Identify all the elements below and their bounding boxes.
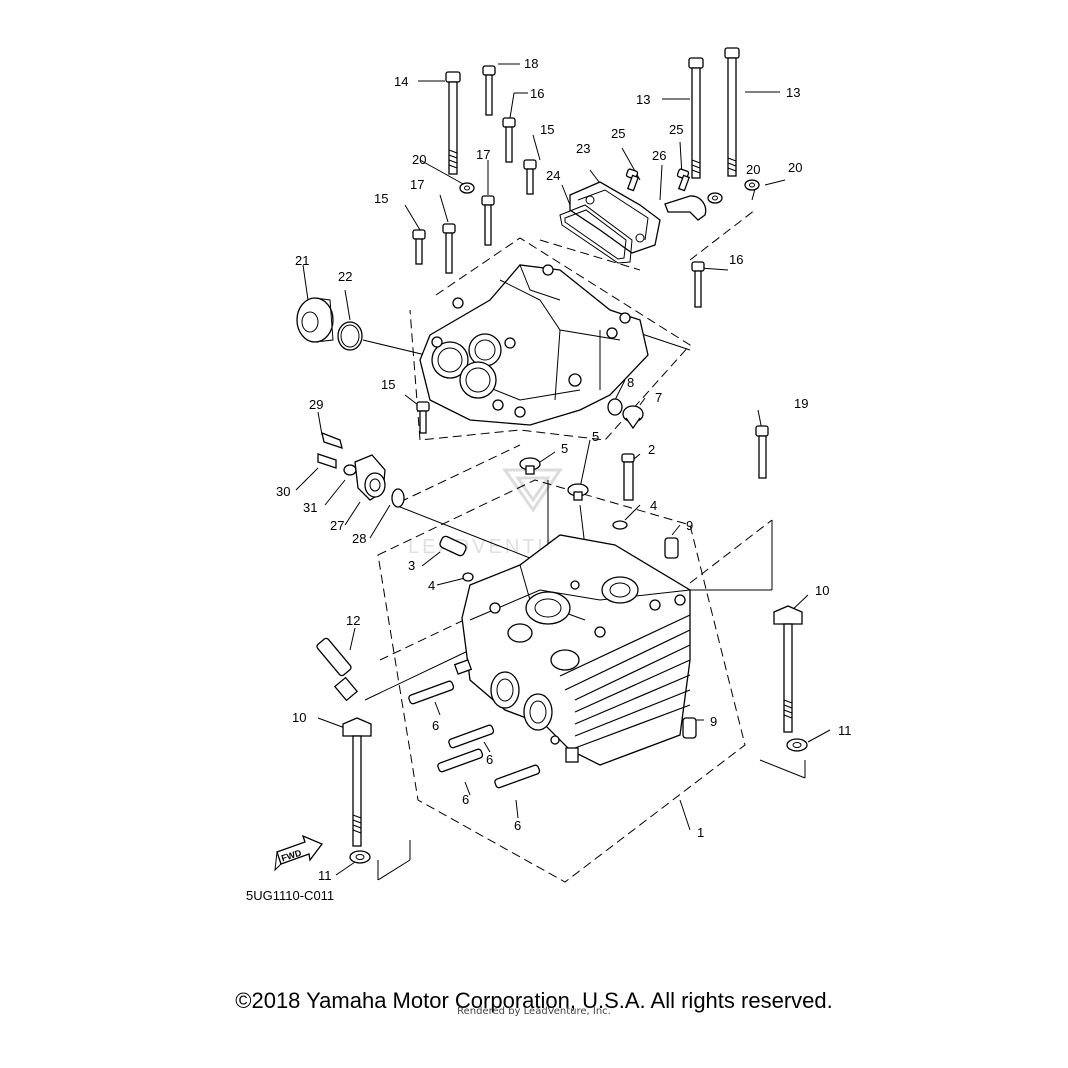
cover-23	[569, 181, 661, 254]
tensioner-parts	[317, 431, 405, 508]
studs-6	[408, 680, 541, 789]
plug-7	[622, 405, 644, 430]
long-bolt-10-right	[773, 605, 803, 733]
callout-9a: 9	[686, 518, 693, 533]
callout-2: 2	[648, 442, 655, 457]
callout-25a: 25	[611, 126, 625, 141]
callout-10a: 10	[815, 583, 829, 598]
dowel-pins-9	[664, 537, 697, 739]
callout-8: 8	[627, 375, 634, 390]
long-bolt-14	[445, 71, 461, 175]
cap-21	[296, 297, 334, 343]
o-ring-8	[607, 398, 623, 416]
callout-26: 26	[652, 148, 666, 163]
callout-11b: 11	[318, 868, 332, 883]
callout-1: 1	[697, 825, 704, 840]
callout-20c: 20	[412, 152, 426, 167]
diagram-code: 5UG1110-C011	[246, 888, 335, 903]
valve-guide-2	[621, 453, 635, 501]
rendered-by-note: Rendered by LeadVenture, Inc.	[457, 1006, 611, 1017]
callout-25b: 25	[669, 122, 683, 137]
valve-guide-3	[439, 535, 467, 557]
callout-7: 7	[655, 390, 662, 405]
callout-12: 12	[346, 613, 360, 628]
dashed-outlines	[377, 209, 773, 883]
long-bolt-13a	[688, 57, 704, 179]
cylinder-head-cover	[419, 264, 649, 426]
callout-15a: 15	[540, 122, 554, 137]
stud-bolt-19	[755, 425, 769, 479]
callout-20a: 20	[746, 162, 760, 177]
callout-22: 22	[338, 269, 352, 284]
o-ring-22	[337, 321, 363, 351]
callout-16a: 16	[530, 86, 544, 101]
callout-15b: 15	[374, 191, 388, 206]
callout-17b: 17	[410, 177, 424, 192]
seals	[462, 457, 628, 582]
long-bolt-10-left	[342, 717, 372, 847]
callout-6c: 6	[462, 792, 469, 807]
callout-5b: 5	[592, 429, 599, 444]
bolts-25	[625, 168, 691, 192]
callout-20b: 20	[788, 160, 802, 175]
long-bolt-13b	[724, 47, 740, 177]
washers-11	[349, 738, 808, 864]
callout-31: 31	[303, 500, 317, 515]
callout-28: 28	[352, 531, 366, 546]
callout-10b: 10	[292, 710, 306, 725]
callout-29: 29	[309, 397, 323, 412]
bracket-26	[664, 195, 707, 221]
callout-3: 3	[408, 558, 415, 573]
spark-plug-12	[316, 637, 359, 702]
callout-13b: 13	[786, 85, 800, 100]
callout-24: 24	[546, 168, 560, 183]
callout-17a: 17	[476, 147, 490, 162]
callout-11a: 11	[838, 723, 852, 738]
callout-labels: 14 18 16 15 13 13 25 25 23 26 24 20 20 2…	[276, 56, 852, 883]
callout-15c: 15	[381, 377, 395, 392]
callout-21: 21	[295, 253, 309, 268]
callout-4b: 4	[428, 578, 435, 593]
gasket-24	[559, 204, 633, 264]
callout-5a: 5	[561, 441, 568, 456]
callout-19: 19	[794, 396, 808, 411]
callout-6a: 6	[432, 718, 439, 733]
copyright-notice: ©2018 Yamaha Motor Corporation, U.S.A. A…	[235, 988, 833, 1013]
callout-6d: 6	[514, 818, 521, 833]
callout-16b: 16	[729, 252, 743, 267]
callout-23: 23	[576, 141, 590, 156]
callout-13a: 13	[636, 92, 650, 107]
fwd-arrow-icon: FWD	[274, 834, 324, 872]
callout-6b: 6	[486, 752, 493, 767]
washers-20	[459, 179, 760, 204]
short-bolts	[412, 65, 705, 434]
cylinder-head	[453, 534, 691, 766]
callout-30: 30	[276, 484, 290, 499]
callout-14: 14	[394, 74, 408, 89]
callout-4a: 4	[650, 498, 657, 513]
callout-9b: 9	[710, 714, 717, 729]
callout-27: 27	[330, 518, 344, 533]
callout-18: 18	[524, 56, 538, 71]
